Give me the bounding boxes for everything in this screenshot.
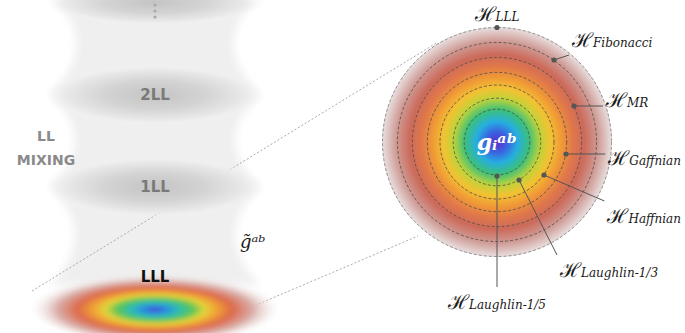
leader-line <box>497 176 498 287</box>
level-cloud <box>45 64 265 126</box>
upper-level-blob <box>45 0 265 26</box>
node-label: gᵢᵃᵇ <box>477 129 518 155</box>
node-label: LLL <box>141 268 170 286</box>
leader-line <box>519 180 557 255</box>
leader-dot <box>494 25 499 30</box>
leader-dot <box>494 173 499 178</box>
hamiltonian-label: ℋLLL <box>475 2 520 26</box>
node-label: 2LL <box>140 86 170 104</box>
axis-label: LL MIXING <box>14 124 78 172</box>
leader-dot <box>516 177 521 182</box>
ellipsis-dot <box>153 15 156 18</box>
leader-line <box>566 154 605 155</box>
ellipsis-dot <box>153 9 156 12</box>
ellipsis-dot <box>153 3 156 6</box>
hamiltonian-label: ℋLaughlin-1/3 <box>560 258 658 282</box>
landau-level-blob: 1LL <box>45 150 265 224</box>
hamiltonian-label: ℋMR <box>606 88 648 112</box>
hamiltonian-ring <box>453 98 541 186</box>
leader-line <box>574 106 603 107</box>
mixing-column <box>50 0 260 285</box>
hamiltonian-ring <box>464 109 530 175</box>
level-cloud <box>45 156 265 218</box>
leader-dot <box>551 57 556 62</box>
leader-dot <box>541 172 546 177</box>
hamiltonian-label: ℋFibonacci <box>572 28 652 52</box>
leader-dot <box>571 103 576 108</box>
hamiltonian-label: ℋHaffnian <box>607 204 681 228</box>
hamiltonian-label: ℋGaffnian <box>608 146 681 170</box>
lowest-landau-level-blob: LLL <box>30 262 280 333</box>
leader-dot <box>563 151 568 156</box>
node-label: 1LL <box>140 178 170 196</box>
leader-line <box>544 175 604 201</box>
metric-label: g̃ᵃᵇ <box>240 231 265 252</box>
landau-level-blob: 2LL <box>45 58 265 132</box>
hamiltonian-label: ℋLaughlin-1/5 <box>448 290 546 314</box>
